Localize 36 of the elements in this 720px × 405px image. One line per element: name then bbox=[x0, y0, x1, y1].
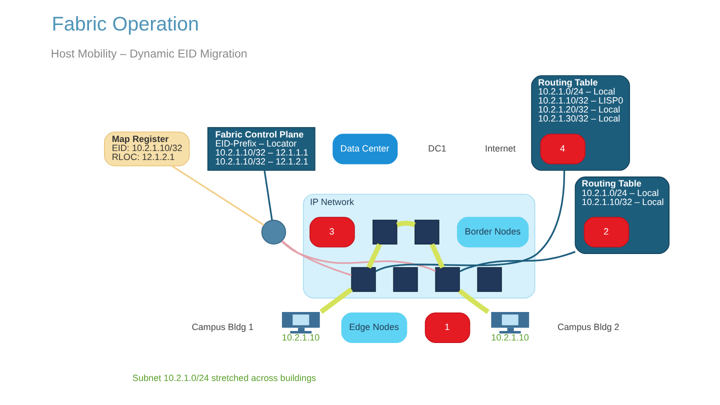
connector bbox=[375, 170, 566, 272]
connector bbox=[458, 288, 490, 314]
label: Campus Bldg 1 bbox=[192, 322, 254, 332]
connector bbox=[320, 287, 353, 314]
label: Subnet 10.2.1.0/24 stretched across buildings bbox=[132, 373, 316, 384]
connector bbox=[430, 243, 445, 269]
node-box bbox=[477, 267, 502, 292]
label: DC1 bbox=[428, 143, 446, 154]
node-box: 2 bbox=[584, 216, 630, 248]
node-box bbox=[393, 267, 418, 292]
node-box bbox=[414, 220, 440, 245]
connector bbox=[396, 220, 416, 228]
connector bbox=[282, 240, 352, 276]
node-box bbox=[372, 220, 398, 245]
label: Campus Bldg 2 bbox=[557, 322, 620, 332]
node-box bbox=[435, 267, 460, 292]
label: Internet bbox=[485, 143, 516, 154]
connector bbox=[281, 240, 436, 272]
connector bbox=[459, 250, 576, 272]
connector bbox=[264, 170, 273, 220]
node-box: Data Center bbox=[332, 134, 398, 164]
node-box bbox=[351, 267, 376, 292]
node-label: 10.2.1.10 bbox=[491, 332, 529, 343]
node-circle bbox=[261, 220, 286, 245]
connector bbox=[171, 165, 264, 226]
node-box: Map Register EID: 10.2.1.10/32 RLOC: 12.1.2.1 bbox=[104, 132, 190, 166]
node-box: Edge Nodes bbox=[341, 312, 408, 343]
node-box: 1 bbox=[424, 312, 470, 343]
node-label: 10.2.1.10 bbox=[282, 332, 320, 343]
node-box: 3 bbox=[310, 216, 355, 248]
connector bbox=[366, 243, 382, 269]
label: Host Mobility – Dynamic EID Migration bbox=[50, 48, 248, 60]
node-box: Fabric Control Plane EID-Prefix – Locator 10.2.1.10/32 – 12.1.1.1 10.2.1.10/32 – 12.1.2.1 bbox=[207, 127, 316, 171]
node-box: 4 bbox=[540, 134, 586, 164]
diagram-title: Fabric Operation bbox=[52, 14, 200, 36]
node-box: Border Nodes bbox=[457, 216, 529, 248]
